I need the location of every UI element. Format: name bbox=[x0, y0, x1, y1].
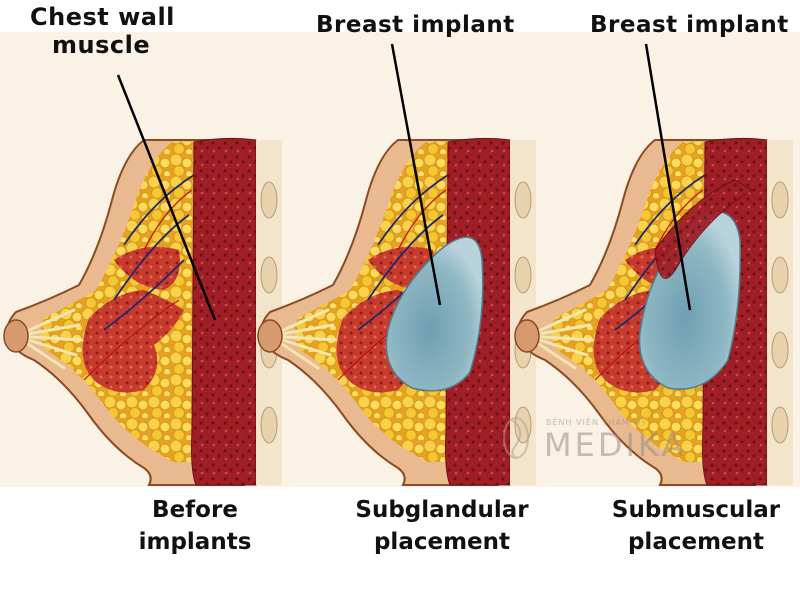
caption-subglandular-line1: Subglandular bbox=[355, 497, 529, 523]
caption-subglandular: Subglandular placement bbox=[342, 494, 542, 558]
pointer-chest-wall-muscle bbox=[116, 74, 217, 321]
chest-wall-muscle-label: Chest wall muscle bbox=[30, 3, 175, 59]
caption-subglandular-line2: placement bbox=[373, 529, 511, 556]
implant-submuscular bbox=[638, 210, 741, 390]
watermark-brand: MEDIKA bbox=[544, 426, 687, 464]
breast-implant-label-left: Breast implant bbox=[316, 12, 515, 38]
pointer-breast-implant-right bbox=[644, 43, 692, 311]
caption-before-line1: Before bbox=[152, 497, 238, 523]
caption-submuscular-line2: placement bbox=[627, 529, 765, 556]
pointer-breast-implant-left bbox=[390, 43, 442, 306]
medika-logo-icon bbox=[503, 417, 529, 459]
caption-submuscular: Submuscular placement bbox=[598, 494, 794, 558]
chest-wall-label-line2: muscle bbox=[52, 30, 151, 59]
caption-before-line2: implants bbox=[138, 529, 252, 556]
caption-submuscular-line1: Submuscular bbox=[611, 497, 781, 523]
muscle-over-implant bbox=[654, 179, 753, 279]
chest-wall-label-line1: Chest wall bbox=[30, 3, 175, 31]
breast-implant-label-right: Breast implant bbox=[590, 12, 789, 38]
implant-subglandular bbox=[385, 236, 484, 392]
caption-before-implants: Before implants bbox=[130, 494, 260, 558]
watermark-small-text: BỆNH VIỆN THẨM MỸ bbox=[546, 418, 648, 427]
